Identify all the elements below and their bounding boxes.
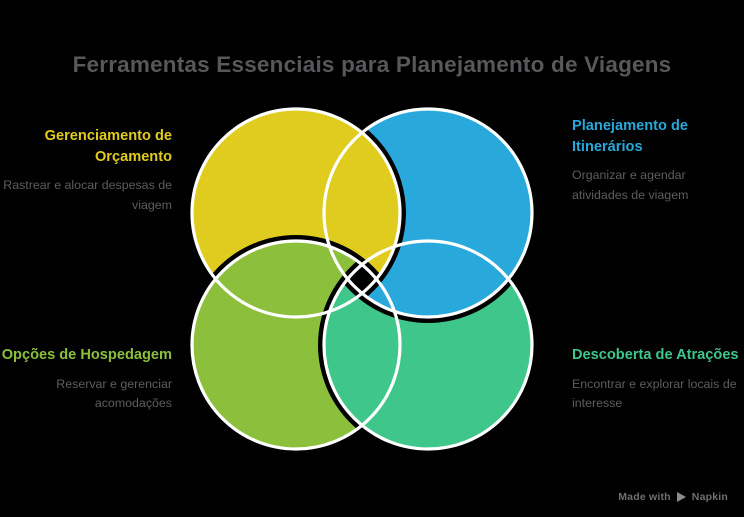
napkin-watermark[interactable]: Made with Napkin: [618, 491, 728, 503]
label-attractions-description: Encontrar e explorar locais de interesse: [572, 376, 737, 411]
label-lodging-heading: Opções de Hospedagem: [1, 347, 172, 363]
label-itinerary-description: Organizar e agendar atividades de viagem: [572, 168, 689, 202]
play-triangle-icon: [676, 492, 686, 502]
page-title: Ferramentas Essenciais para Planejamento…: [72, 52, 672, 77]
label-itinerary: Planejamento de Itinerários Organizar e …: [548, 116, 744, 205]
label-budget-heading: Gerenciamento de Orçamento: [44, 128, 172, 165]
label-attractions-heading: Descoberta de Atrações: [572, 347, 739, 363]
label-attractions: Descoberta de Atrações Encontrar e explo…: [548, 345, 744, 413]
label-lodging-description: Reservar e gerenciar acomodações: [56, 376, 172, 411]
watermark-prefix: Made with: [618, 491, 671, 503]
label-itinerary-heading: Planejamento de Itinerários: [572, 118, 688, 155]
ring-itinerary-blue-overlap: [324, 109, 532, 317]
label-budget-description: Rastrear e alocar despesas de viagem: [3, 178, 172, 212]
label-budget: Gerenciamento de Orçamento Rastrear e al…: [0, 126, 196, 215]
interlocking-rings-diagram: [186, 103, 538, 471]
watermark-brand: Napkin: [691, 491, 728, 503]
label-lodging: Opções de Hospedagem Reservar e gerencia…: [0, 345, 196, 413]
ring-separators: [190, 107, 534, 451]
